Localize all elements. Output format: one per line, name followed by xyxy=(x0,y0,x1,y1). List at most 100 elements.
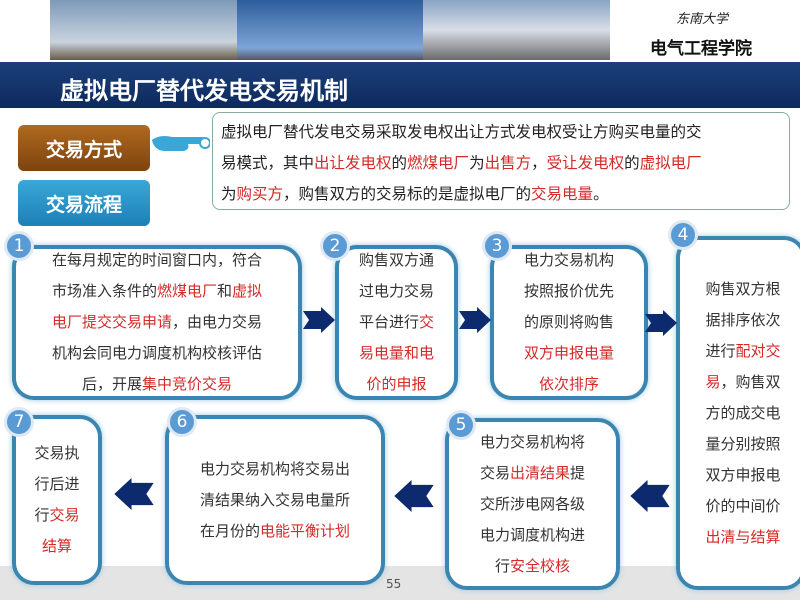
text-line: 易模式，其中出让发电权的燃煤电厂为出售方，受让发电权的虚拟电厂 xyxy=(221,148,781,179)
text-line: 交易执 xyxy=(16,438,98,469)
text-segment: 电力交易机构将交易出 xyxy=(199,459,350,478)
text-segment: 交易执 xyxy=(34,444,80,462)
arrow-right-icon xyxy=(645,310,677,336)
step-box-7: 交易执行后进行交易结算 xyxy=(12,415,102,585)
text-segment: 量分别按照 xyxy=(705,434,781,453)
college-name: 电气工程学院 xyxy=(650,39,752,59)
text-line: 后，开展集中竞价交易 xyxy=(16,369,298,400)
text-line: 机构会同电力调度机构校核评估 xyxy=(16,338,298,369)
text-line: 电力交易机构将 xyxy=(449,427,616,458)
step-box-2: 购售双方通过电力交易平台进行交易电量和电价的申报 xyxy=(335,245,458,400)
text-segment: 电力交易机构将 xyxy=(479,432,585,451)
text-line: 价的申报 xyxy=(339,369,454,400)
step-number-4: 4 xyxy=(668,220,698,250)
text-line: 依次排序 xyxy=(494,369,644,400)
highlight-text: 虚拟电厂 xyxy=(639,154,702,172)
text-segment: 和 xyxy=(217,282,233,300)
text-line: 行安全校核 xyxy=(449,551,616,582)
highlight-text: 集中竞价交易 xyxy=(142,375,233,393)
highlight-text: 双方申报电量 xyxy=(523,344,614,362)
tag-trade-flow: 交易流程 xyxy=(18,180,150,226)
text-segment: 行 xyxy=(494,556,510,575)
text-line: 双方申报电 xyxy=(684,460,800,491)
step-box-4: 购售双方根据排序依次进行配对交易，购售双方的成交电量分别按照双方申报电价的中间价… xyxy=(676,236,800,590)
step-number-6: 6 xyxy=(167,407,197,437)
text-segment: 电力调度机构进 xyxy=(479,525,585,544)
text-line: 交所涉电网各级 xyxy=(449,489,616,520)
text-line: 市场准入条件的燃煤电厂和虚拟 xyxy=(16,276,298,307)
step-box-6: 电力交易机构将交易出清结果纳入交易电量所在月份的电能平衡计划 xyxy=(165,415,385,585)
slide-title: 虚拟电厂替代发电交易机制 xyxy=(60,77,348,105)
text-line: 行后进 xyxy=(16,469,98,500)
text-line: 价的中间价 xyxy=(684,491,800,522)
text-line: 双方申报电量 xyxy=(494,338,644,369)
highlight-text: 易电量和电 xyxy=(358,344,434,362)
highlight-text: 电厂提交交易申请 xyxy=(51,313,172,331)
text-segment: 为 xyxy=(221,185,237,203)
description-box: 虚拟电厂替代发电交易采取发电权出让方式发电权受让方购买电量的交易模式，其中出让发… xyxy=(212,112,790,210)
highlight-text: 出售方 xyxy=(484,154,532,172)
text-segment: 进行 xyxy=(705,341,736,360)
text-line: 行交易 xyxy=(16,500,98,531)
text-segment: ，由电力交易 xyxy=(172,313,263,331)
highlight-text: 燃煤电厂 xyxy=(407,154,470,172)
highlight-text: 出让发电权 xyxy=(314,154,392,172)
substation-photo xyxy=(423,0,611,60)
text-segment: 在每月规定的时间窗口内，符合 xyxy=(51,251,262,269)
highlight-text: 虚拟 xyxy=(232,282,263,300)
text-line: 进行配对交 xyxy=(684,336,800,367)
text-segment: 。 xyxy=(593,185,609,203)
power-tower-photo xyxy=(50,0,237,60)
highlight-text: 出清结果 xyxy=(509,463,570,482)
text-segment: ，购售双方的交易标的是虚拟电厂的 xyxy=(283,185,532,203)
text-segment: 购售双方根 xyxy=(705,279,781,298)
text-segment: 购售双方通 xyxy=(358,251,434,269)
text-segment: 双方申报电 xyxy=(705,465,781,484)
text-segment: ，购售双 xyxy=(720,372,781,391)
highlight-text: 结算 xyxy=(41,537,72,555)
text-segment: 交所涉电网各级 xyxy=(479,494,585,513)
text-line: 购售双方根 xyxy=(684,274,800,305)
text-line: 的原则将购售 xyxy=(494,307,644,338)
text-line: 结算 xyxy=(16,531,98,562)
text-segment: 的 xyxy=(391,154,408,172)
text-segment: 的 xyxy=(624,154,640,172)
text-line: 电力交易机构 xyxy=(494,245,644,276)
text-line: 电力交易机构将交易出 xyxy=(169,454,381,485)
text-segment: 清结果纳入交易电量所 xyxy=(199,490,350,509)
text-line: 购售双方通 xyxy=(339,245,454,276)
step-number-3: 3 xyxy=(482,231,512,261)
highlight-text: 受让发电权 xyxy=(546,154,625,172)
step-number-5: 5 xyxy=(446,410,476,440)
text-segment: 电力交易机构 xyxy=(523,251,614,269)
step-box-3: 电力交易机构按照报价优先的原则将购售双方申报电量依次排序 xyxy=(490,245,648,400)
step-number-1: 1 xyxy=(4,231,34,261)
text-line: 方的成交电 xyxy=(684,398,800,429)
text-segment: 行 xyxy=(34,506,50,524)
text-segment: 的原则将购售 xyxy=(523,313,614,331)
text-line: 在月份的电能平衡计划 xyxy=(169,516,381,547)
text-line: 过电力交易 xyxy=(339,276,454,307)
text-segment: 交易 xyxy=(479,463,510,482)
arrow-left-icon xyxy=(630,480,670,512)
text-segment: 机构会同电力调度机构校核评估 xyxy=(51,344,262,362)
arrow-left-icon xyxy=(114,478,154,510)
text-segment: 后，开展 xyxy=(81,375,142,393)
text-segment: 虚拟电厂替代发电交易采取发电权出让方式发电权受让方购买电量的交 xyxy=(221,123,702,141)
text-segment: 过电力交易 xyxy=(358,282,434,300)
text-segment: 易模式，其中 xyxy=(221,154,315,172)
highlight-text: 易 xyxy=(705,372,721,391)
step-number-2: 2 xyxy=(320,231,350,261)
text-segment: 平台进行 xyxy=(358,313,419,331)
tag-trade-mode: 交易方式 xyxy=(18,125,150,171)
step-number-7: 7 xyxy=(4,407,34,437)
step-box-1: 在每月规定的时间窗口内，符合市场准入条件的燃煤电厂和虚拟电厂提交交易申请，由电力… xyxy=(12,245,302,400)
text-line: 平台进行交 xyxy=(339,307,454,338)
highlight-text: 依次排序 xyxy=(538,375,599,393)
transmission-tower-photo xyxy=(236,0,424,60)
university-logo: 东南大学 xyxy=(676,12,729,27)
highlight-text: 交易 xyxy=(49,506,80,524)
text-segment: 按照报价优先 xyxy=(523,282,614,300)
highlight-text: 燃煤电厂 xyxy=(156,282,217,300)
text-segment: 在月份的 xyxy=(199,521,260,540)
